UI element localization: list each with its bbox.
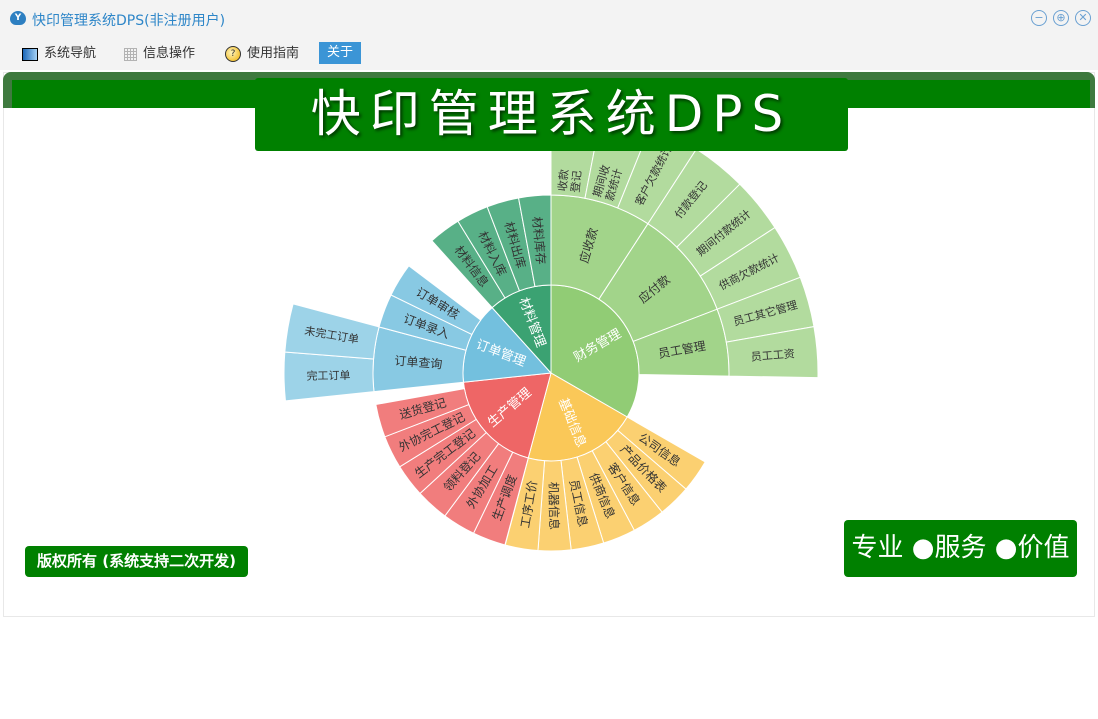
sunburst-label: 订单查询 bbox=[394, 354, 443, 372]
window-title: 快印管理系统DPS(非注册用户) bbox=[32, 13, 226, 29]
menu-label: 信息操作 bbox=[143, 46, 196, 61]
close-icon[interactable]: ✕ bbox=[1075, 10, 1091, 26]
menu-system-nav[interactable]: 系统导航 bbox=[22, 44, 96, 64]
grid-icon bbox=[124, 47, 137, 61]
help-icon: ? bbox=[225, 46, 241, 62]
title-bar: Y 快印管理系统DPS(非注册用户) − ⊕ ✕ bbox=[0, 0, 1098, 38]
sunburst-label: 材料库存 bbox=[530, 216, 549, 265]
copyright-badge: 版权所有 (系统支持二次开发) bbox=[25, 546, 248, 577]
banner-title: 快印管理系统DPS bbox=[255, 78, 848, 151]
minimize-icon[interactable]: − bbox=[1031, 10, 1047, 26]
sunburst-label: 收款登记 bbox=[555, 169, 584, 193]
app-logo-icon: Y bbox=[10, 11, 26, 25]
slogan-badge: 专业 ●服务 ●价值 bbox=[844, 520, 1077, 577]
sunburst-segment[interactable] bbox=[725, 326, 819, 379]
menu-about[interactable]: 关于 bbox=[319, 42, 362, 64]
sunburst-segment[interactable] bbox=[375, 388, 470, 438]
sunburst-segment[interactable] bbox=[517, 194, 552, 288]
sunburst-label: 完工订单 bbox=[306, 368, 350, 383]
menu-user-guide[interactable]: ? 使用指南 bbox=[225, 44, 299, 64]
sunburst-label: 机器信息 bbox=[546, 482, 562, 530]
sunburst-label: 员工工资 bbox=[750, 347, 795, 363]
sunburst-segment[interactable] bbox=[284, 303, 380, 360]
menu-bar: 系统导航 信息操作 ? 使用指南 关于 bbox=[0, 38, 1098, 70]
menu-info-ops[interactable]: 信息操作 bbox=[124, 44, 195, 64]
menu-label: 使用指南 bbox=[247, 46, 300, 61]
restore-icon[interactable]: ⊕ bbox=[1053, 10, 1069, 26]
nav-window-icon bbox=[22, 47, 38, 61]
sunburst-segment[interactable] bbox=[390, 265, 482, 336]
menu-label: 系统导航 bbox=[44, 46, 97, 61]
